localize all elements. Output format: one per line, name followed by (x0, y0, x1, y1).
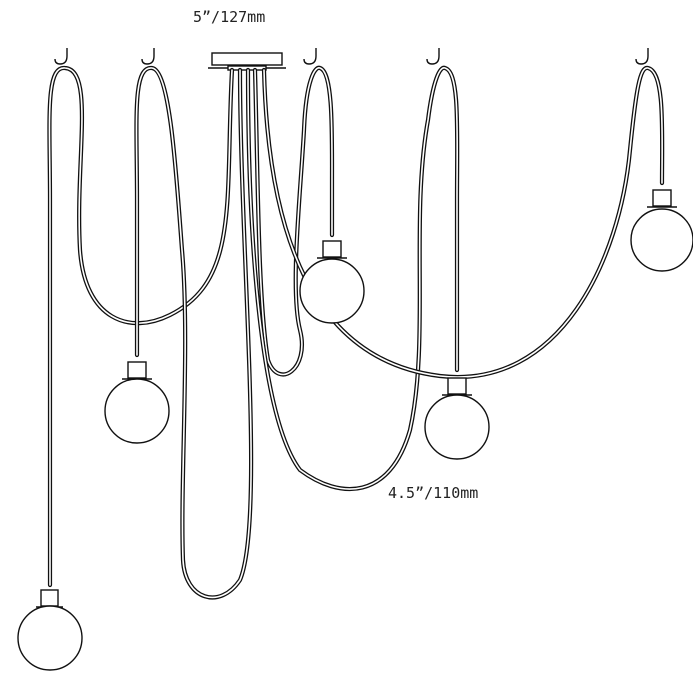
pendant-cords (47, 65, 665, 600)
hook-4 (426, 48, 440, 65)
globe-4 (424, 394, 490, 460)
pendant-3 (299, 240, 365, 324)
globe-3 (299, 258, 365, 324)
hook-2 (141, 48, 155, 65)
globe-5 (630, 208, 693, 272)
pendant-2 (104, 361, 170, 444)
globe-dimension-label: 4.5”/110mm (388, 484, 479, 502)
hook-5 (635, 48, 649, 65)
ceiling-hooks (54, 48, 649, 65)
canopy-dimension-label: 5”/127mm (193, 8, 266, 26)
globe-2 (104, 378, 170, 444)
cord-1 (47, 65, 235, 588)
cord-2 (134, 65, 254, 600)
hook-3 (303, 48, 317, 65)
ceiling-canopy (208, 52, 286, 71)
cord-5 (261, 65, 665, 380)
hook-1 (54, 48, 68, 65)
pendant-4 (424, 377, 490, 460)
pendant-5 (630, 189, 693, 272)
globe-1 (17, 605, 83, 671)
pendant-1 (17, 589, 83, 671)
